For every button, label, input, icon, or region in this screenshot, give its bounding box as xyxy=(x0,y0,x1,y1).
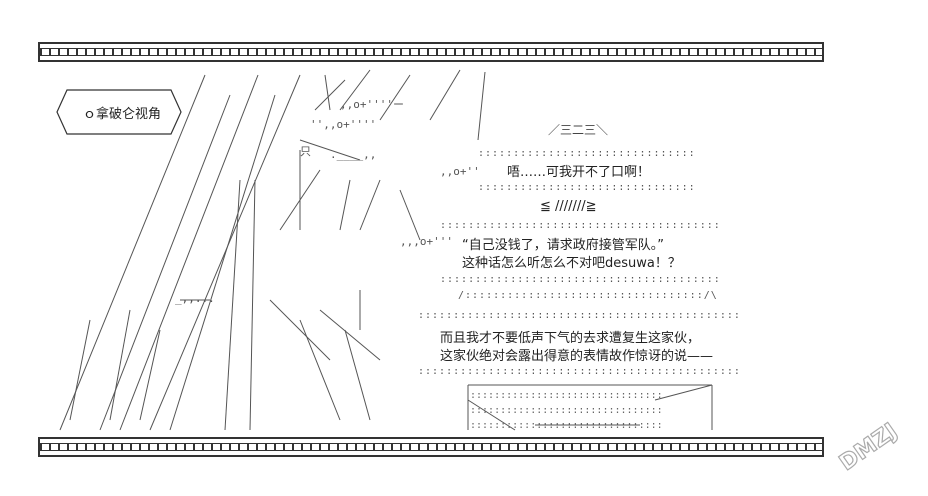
bottom-film-strip xyxy=(38,437,824,457)
dialog-line-3: “自己没钱了，请求政府接管军队。” xyxy=(462,238,664,253)
dotted-border: ::::::::::::::::::::::::::::::: xyxy=(478,148,696,159)
dialog-line-2: ≦ ///////≧ xyxy=(540,199,597,214)
character-label: ｏ拿破仑视角 xyxy=(82,107,161,122)
dotted-border: ::::::::::::::::::::::::::::::: xyxy=(478,182,696,193)
svg-text:_,,...: _,,... xyxy=(175,292,215,305)
dotted-border: :::::::::::::::::::::::::::::::::::::::: xyxy=(440,220,721,231)
dialog-line-6: 这家伙绝对会露出得意的表情故作惊讶的说—— xyxy=(440,349,714,364)
dotted-border: /::::::::::::::::::::::::::::::::::/\ xyxy=(458,290,718,301)
dialog-header-ascii: ／三二三＼ xyxy=(548,123,609,137)
dialog-line-5: 而且我才不要低声下气的去求遭复生这家伙， xyxy=(440,331,701,346)
watermark-text: DMZJ xyxy=(835,419,902,476)
svg-text:只: 只 xyxy=(300,145,311,158)
dialog-line-1: 唔……可我开不了口啊！ xyxy=(507,165,651,180)
svg-text:'',,o+'''': '',,o+'''' xyxy=(310,118,376,131)
svg-text:::::::::::::::::::::::::::::::: :::::::::::::::::::::::::::::::: xyxy=(470,420,663,431)
svg-text:,,o+''''ー: ,,o+''''ー xyxy=(340,98,404,111)
svg-text:,,o+'': ,,o+'' xyxy=(440,165,480,178)
character-label-box: ｏ拿破仑视角 xyxy=(55,88,183,136)
svg-text:::::::::::::::::::::::::::::::: :::::::::::::::::::::::::::::::: xyxy=(470,405,663,416)
dotted-border: :::::::::::::::::::::::::::::::::::::::: xyxy=(440,274,721,285)
top-film-strip xyxy=(38,42,824,62)
dialog-line-4: 这种话怎么听怎么不对吧desuwa！？ xyxy=(462,256,681,271)
dotted-border: ::::::::::::::::::::::::::::::::::::::::… xyxy=(418,366,741,377)
dotted-border: ::::::::::::::::::::::::::::::::::::::::… xyxy=(418,310,741,321)
site-watermark-logo: DMZJ xyxy=(834,418,902,477)
svg-text:,,,o+''': ,,,o+''' xyxy=(400,235,453,248)
svg-text:.____,,: .____,, xyxy=(330,148,376,161)
svg-text:::::::::::::::::::::::::::::::: :::::::::::::::::::::::::::::::: xyxy=(470,390,663,401)
